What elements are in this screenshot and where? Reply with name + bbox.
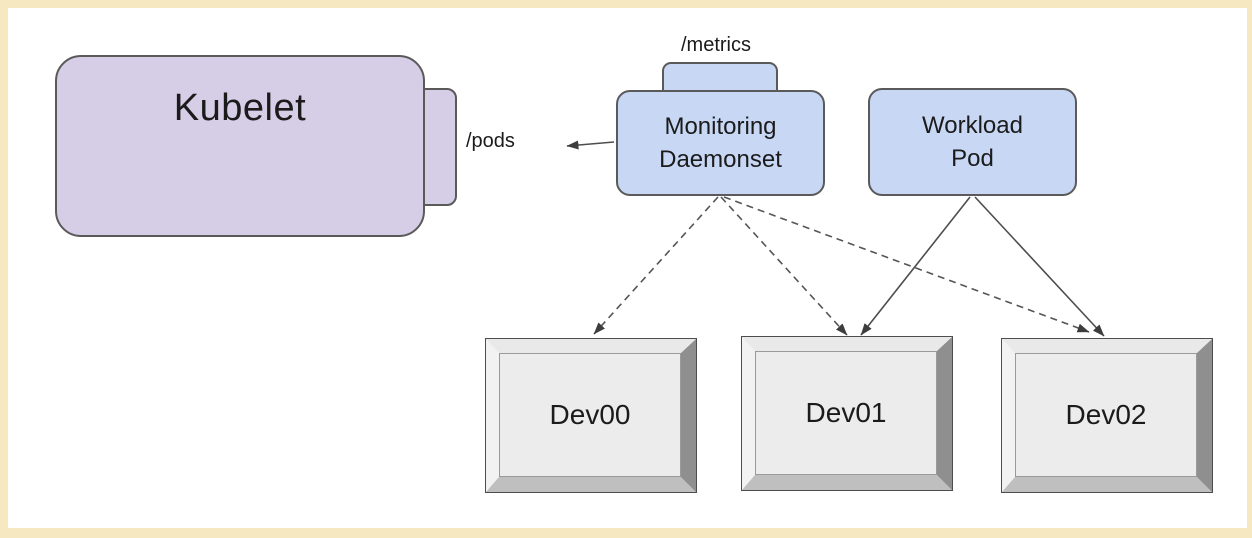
device-bevel: Dev00 bbox=[486, 339, 696, 492]
edge-monitoring-to-dev01 bbox=[720, 196, 848, 336]
pods-endpoint-label: /pods bbox=[466, 130, 515, 152]
device-face: Dev02 bbox=[1015, 353, 1197, 477]
monitoring-daemonset-label-line2: Daemonset bbox=[659, 146, 782, 173]
metrics-endpoint-label: /metrics bbox=[681, 34, 751, 56]
device-label: Dev00 bbox=[549, 399, 631, 430]
workload-pod-node: Workload Pod bbox=[868, 88, 1077, 196]
monitoring-daemonset-node: Monitoring Daemonset bbox=[616, 90, 825, 196]
edge-monitoring-to-dev02 bbox=[723, 196, 1090, 333]
workload-pod-label-line1: Workload bbox=[922, 112, 1023, 139]
edge-monitoring-to-dev00 bbox=[593, 196, 719, 335]
edge-workload-to-dev02 bbox=[974, 196, 1105, 337]
device-label: Dev02 bbox=[1065, 399, 1147, 430]
device-face: Dev01 bbox=[755, 351, 937, 475]
device-node-dev02: Dev02 bbox=[1001, 338, 1213, 493]
device-label: Dev01 bbox=[805, 397, 887, 428]
workload-pod-label-line2: Pod bbox=[951, 145, 994, 172]
edge-monitoring-to-pods bbox=[566, 140, 615, 150]
device-node-dev00: Dev00 bbox=[485, 338, 697, 493]
device-bevel: Dev01 bbox=[742, 337, 952, 490]
monitoring-daemonset-label-line1: Monitoring bbox=[664, 113, 777, 140]
device-node-dev01: Dev01 bbox=[741, 336, 953, 491]
kubelet-node: Kubelet bbox=[55, 55, 425, 237]
kubelet-label: Kubelet bbox=[173, 87, 307, 129]
device-bevel: Dev02 bbox=[1002, 339, 1212, 492]
edge-workload-to-dev01 bbox=[860, 196, 971, 336]
device-face: Dev00 bbox=[499, 353, 681, 477]
